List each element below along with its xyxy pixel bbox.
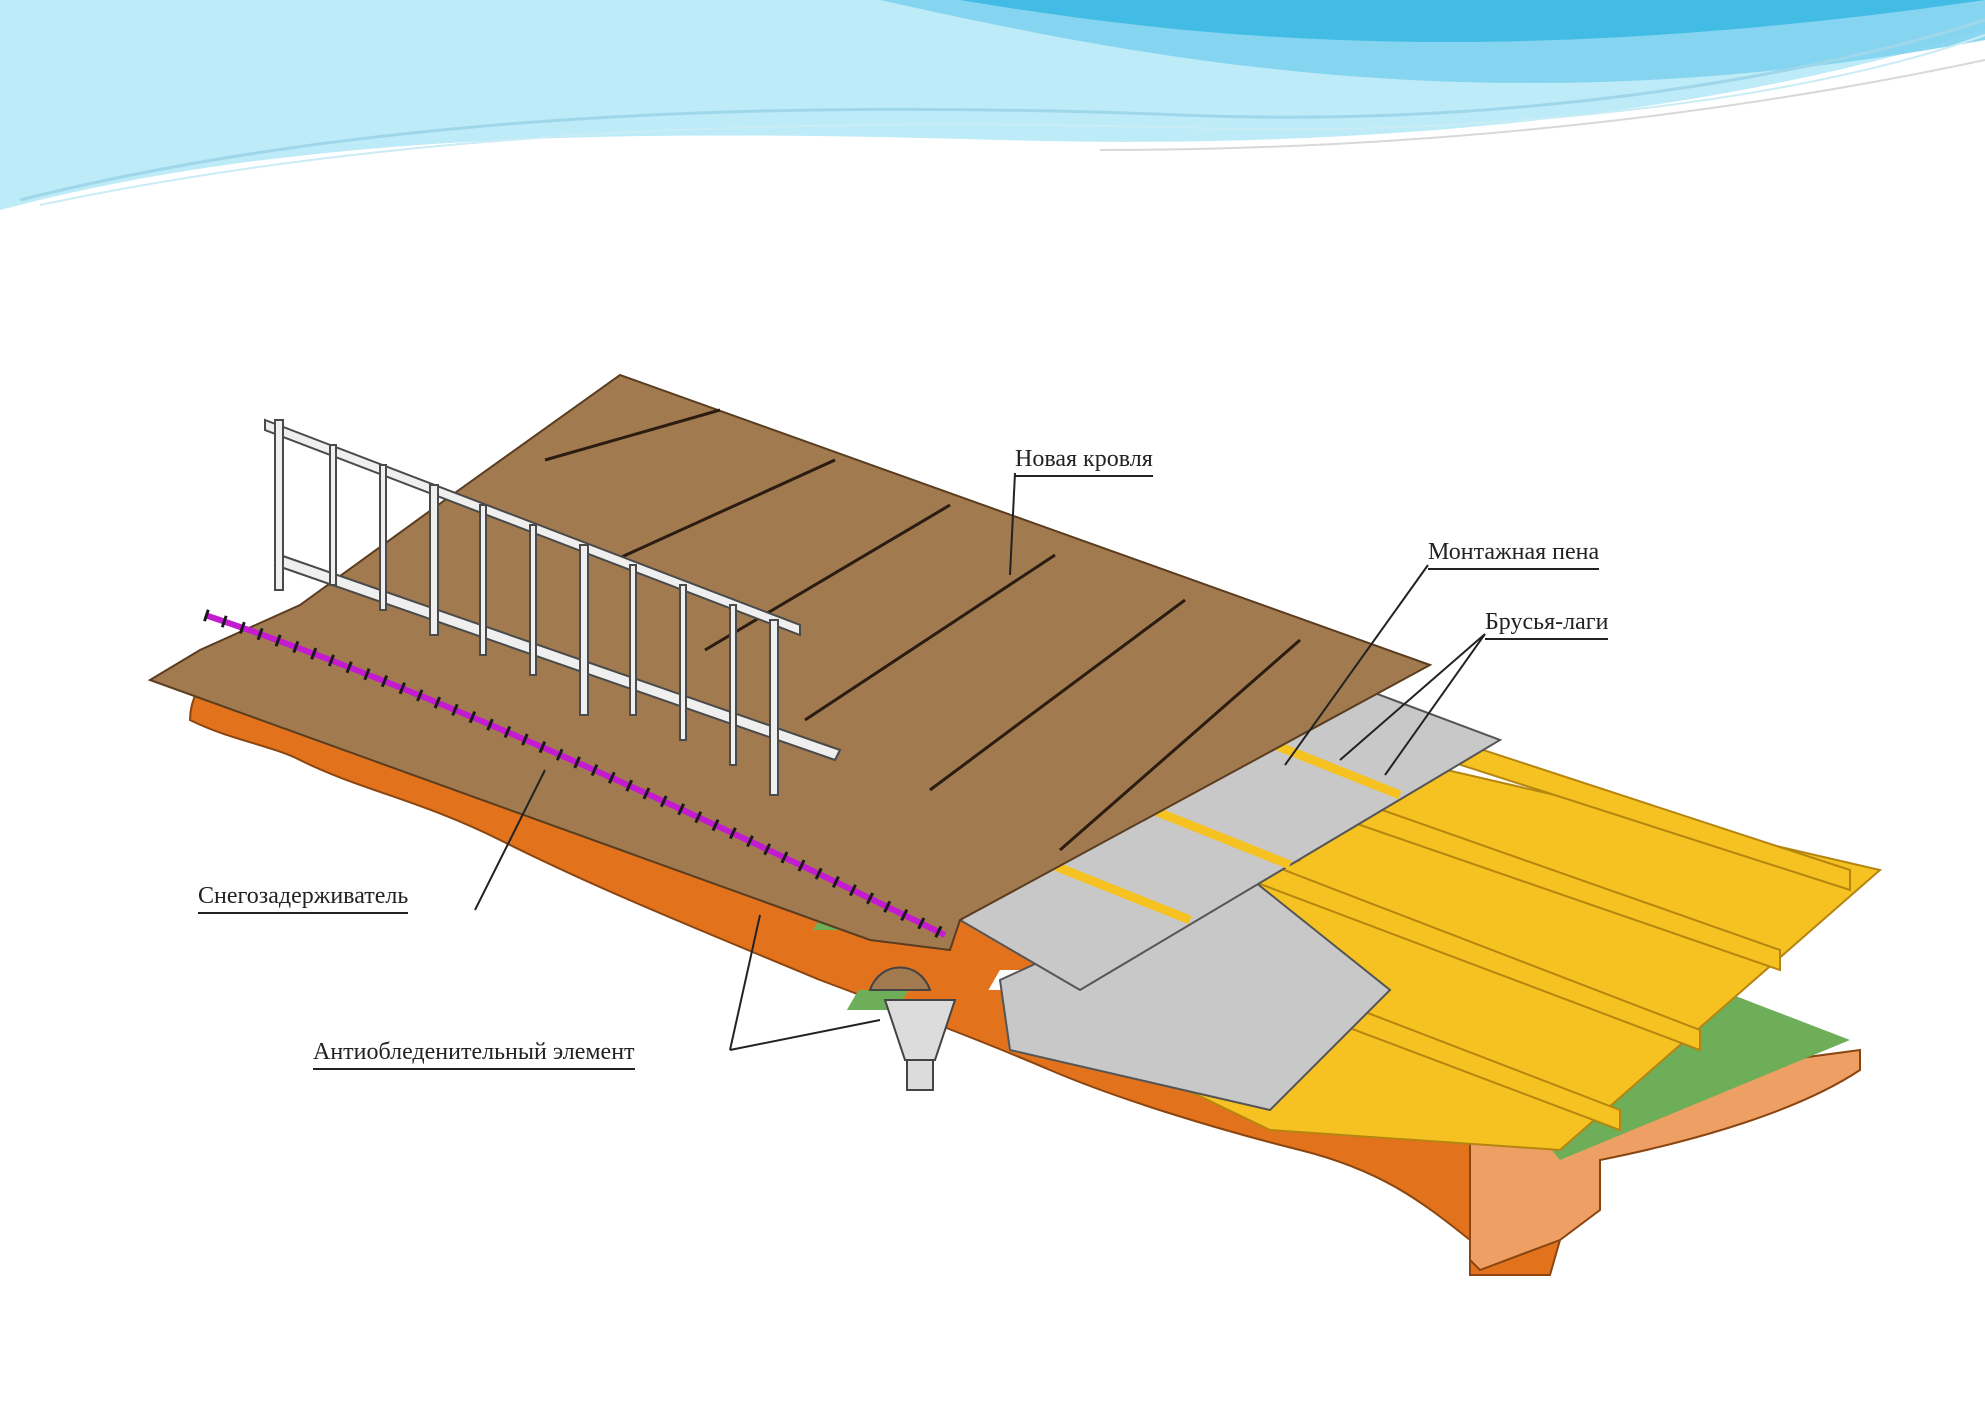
roof-diagram [150, 375, 1880, 1275]
label-snow-guard: Снегозадерживатель [198, 884, 408, 914]
label-joist-beams: Брусья-лаги [1485, 610, 1608, 640]
railing-post [680, 585, 686, 740]
railing-post [770, 620, 778, 795]
railing-post [580, 545, 588, 715]
railing-post [480, 505, 486, 655]
railing-post [330, 445, 336, 585]
downpipe [907, 1060, 933, 1090]
label-mounting-foam: Монтажная пена [1428, 540, 1599, 570]
railing-post [380, 465, 386, 610]
leader-anti-icing-2 [730, 1020, 880, 1050]
railing-post [430, 485, 438, 635]
wave-header [0, 0, 1985, 210]
label-anti-icing: Антиобледенительный элемент [313, 1040, 635, 1070]
railing-post [530, 525, 536, 675]
gutter-funnel [885, 1000, 955, 1060]
railing-post [730, 605, 736, 765]
railing-post [275, 420, 283, 590]
label-new-roof: Новая кровля [1015, 447, 1153, 477]
railing-post [630, 565, 636, 715]
